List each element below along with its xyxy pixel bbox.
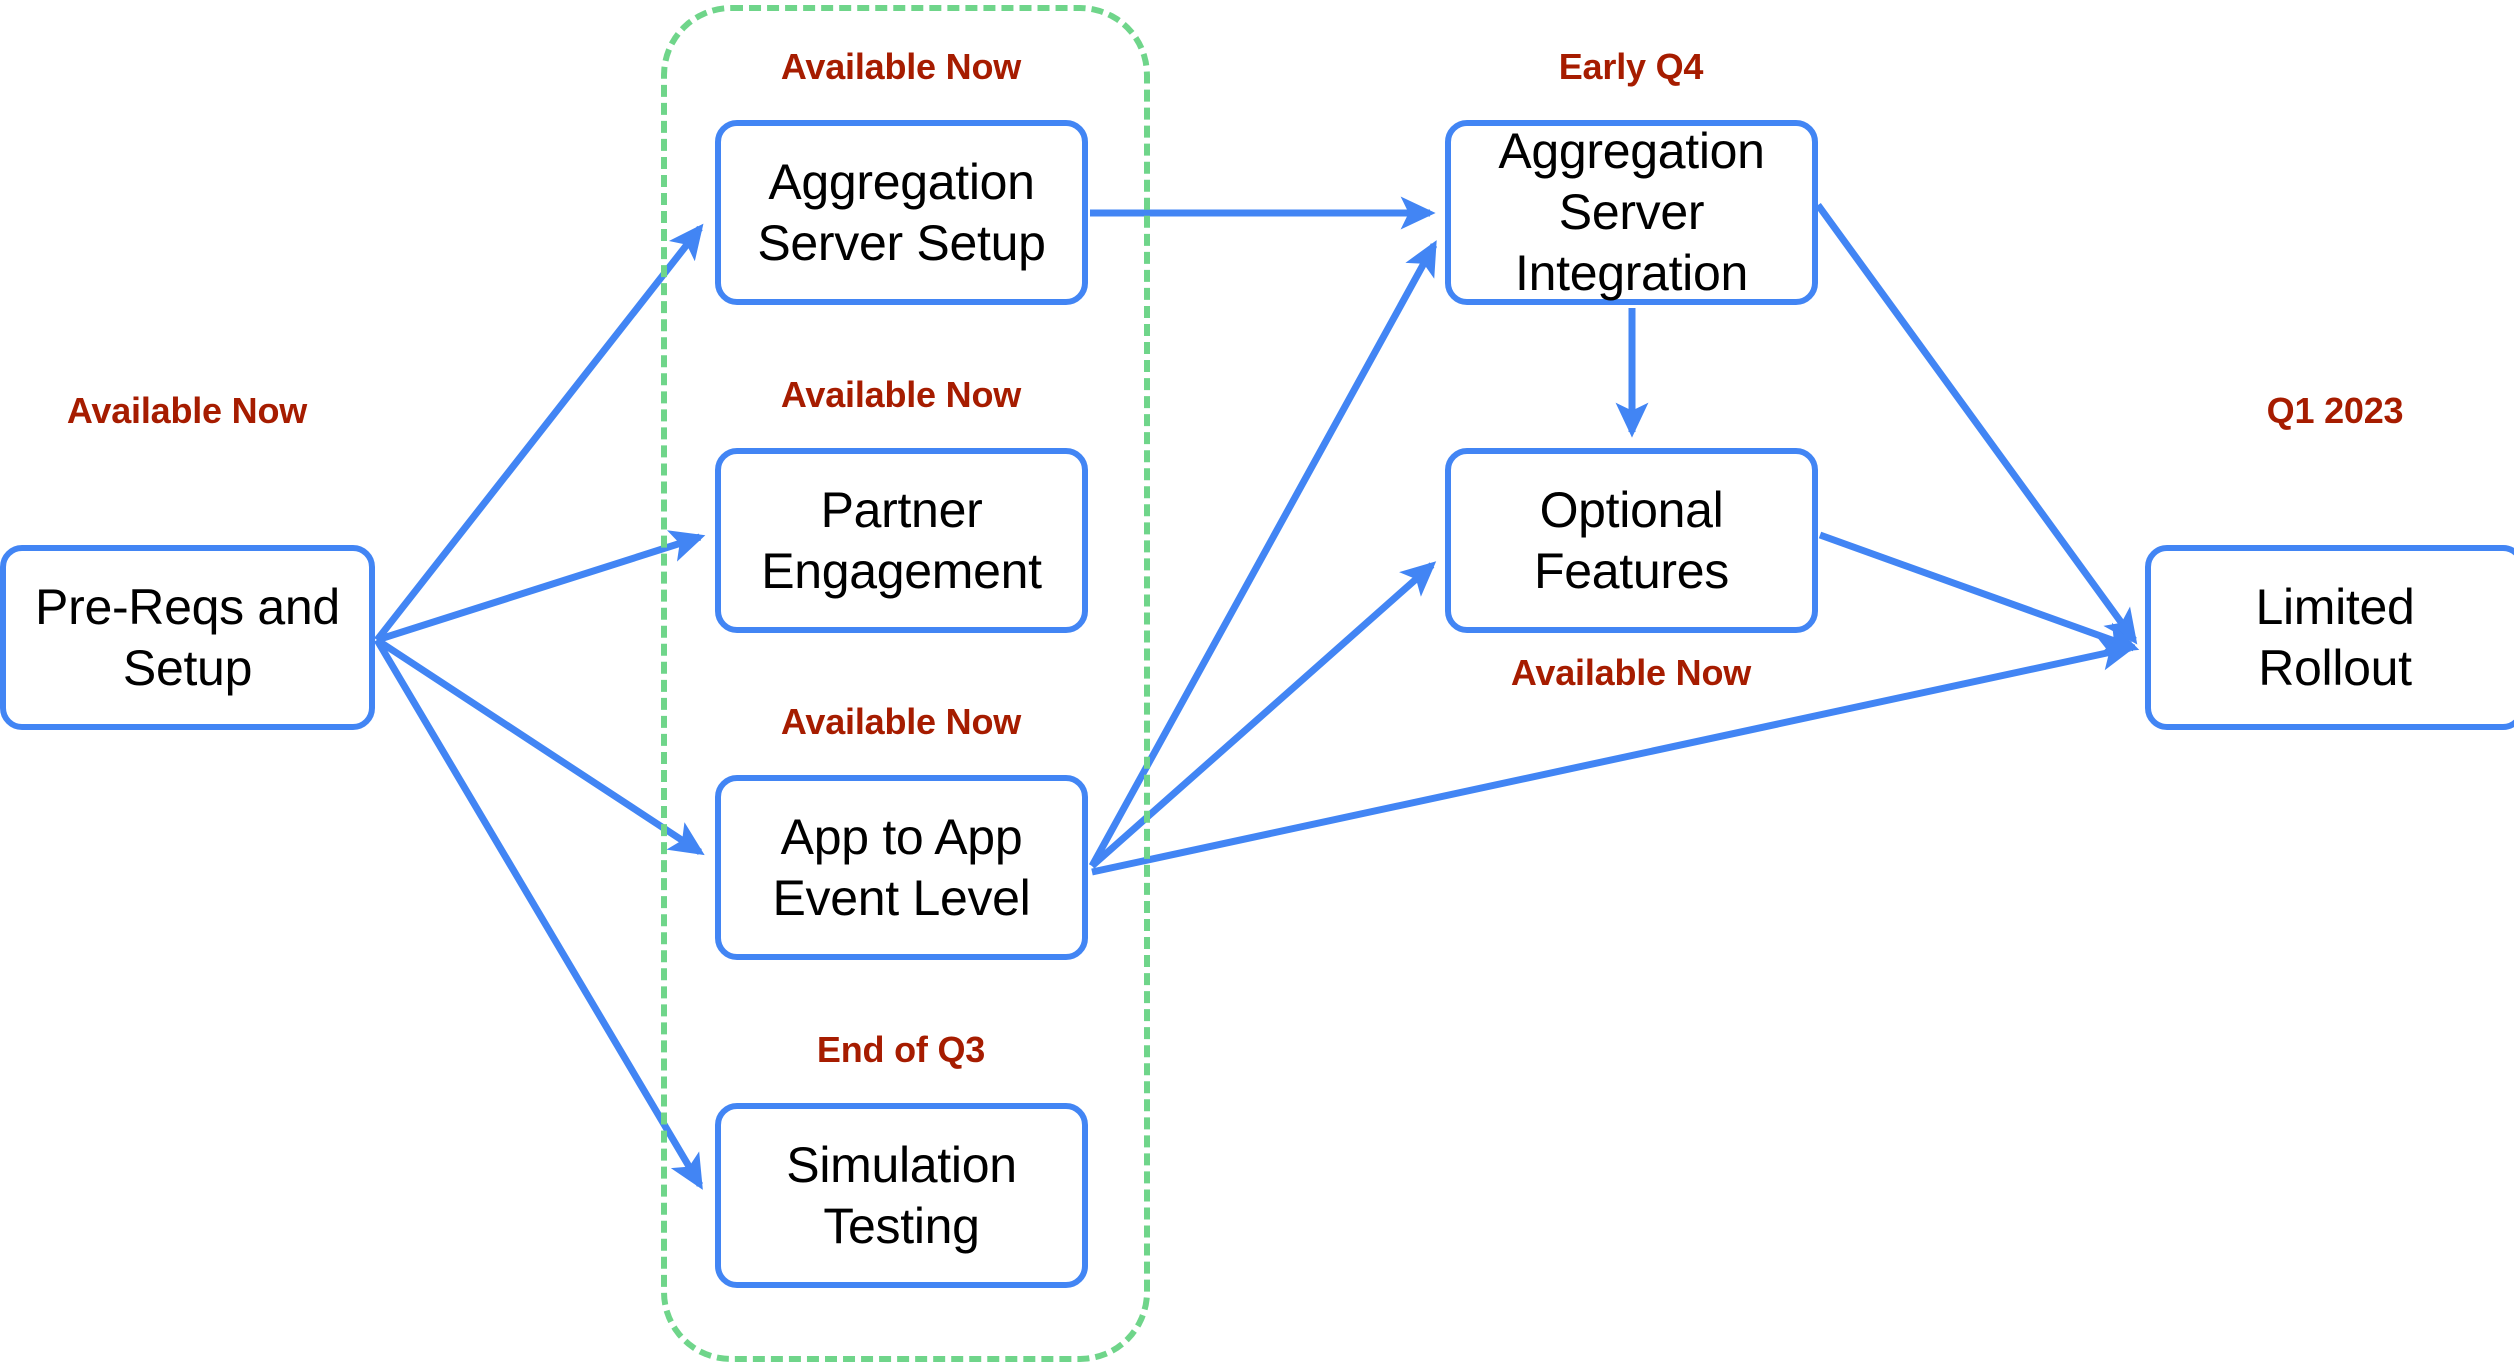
- node-label-simulation-testing: Simulation Testing: [786, 1136, 1017, 1254]
- node-limited-rollout[interactable]: Limited Rollout: [2145, 545, 2514, 730]
- edge-prereqs-to-agg-setup: [374, 223, 704, 643]
- node-label-limited-rollout: Limited Rollout: [2255, 578, 2415, 696]
- edge-optional-to-limited: [1818, 531, 2140, 654]
- badge-optional-features: Available Now: [1510, 652, 1752, 693]
- node-pre-reqs-and-setup[interactable]: Pre-Reqs and Setup: [0, 545, 375, 730]
- node-aggregation-server-integration[interactable]: Aggregation Server Integration: [1445, 120, 1818, 305]
- edge-agg-integration-to-limited: [1815, 202, 2138, 645]
- node-label-aggregation-server-setup: Aggregation Server Setup: [757, 153, 1046, 271]
- node-app-to-app-event-level[interactable]: App to App Event Level: [715, 775, 1088, 960]
- edge-prereqs-to-partner: [375, 530, 706, 644]
- node-label-pre-reqs-and-setup: Pre-Reqs and Setup: [35, 578, 340, 696]
- badge-aggregation-server-setup: Available Now: [780, 46, 1022, 87]
- available-now-group-frame: [661, 5, 1150, 1362]
- node-optional-features[interactable]: Optional Features: [1445, 448, 1818, 633]
- node-aggregation-server-setup[interactable]: Aggregation Server Setup: [715, 120, 1088, 305]
- node-partner-engagement[interactable]: Partner Engagement: [715, 448, 1088, 633]
- edge-prereqs-to-app-to-app: [375, 637, 705, 856]
- node-simulation-testing[interactable]: Simulation Testing: [715, 1103, 1088, 1288]
- node-label-partner-engagement: Partner Engagement: [761, 481, 1042, 599]
- badge-simulation-testing: End of Q3: [816, 1029, 986, 1070]
- badge-app-to-app-event-level: Available Now: [780, 701, 1022, 742]
- edge-prereqs-to-simulation: [373, 638, 704, 1190]
- badge-aggregation-server-integration: Early Q4: [1558, 46, 1704, 87]
- badge-partner-engagement: Available Now: [780, 374, 1022, 415]
- badge-pre-reqs-and-setup: Available Now: [66, 390, 308, 431]
- node-label-aggregation-server-integration: Aggregation Server Integration: [1498, 123, 1765, 301]
- badge-limited-rollout: Q1 2023: [2266, 390, 2404, 431]
- node-label-app-to-app-event-level: App to App Event Level: [772, 808, 1031, 926]
- node-label-optional-features: Optional Features: [1534, 481, 1729, 599]
